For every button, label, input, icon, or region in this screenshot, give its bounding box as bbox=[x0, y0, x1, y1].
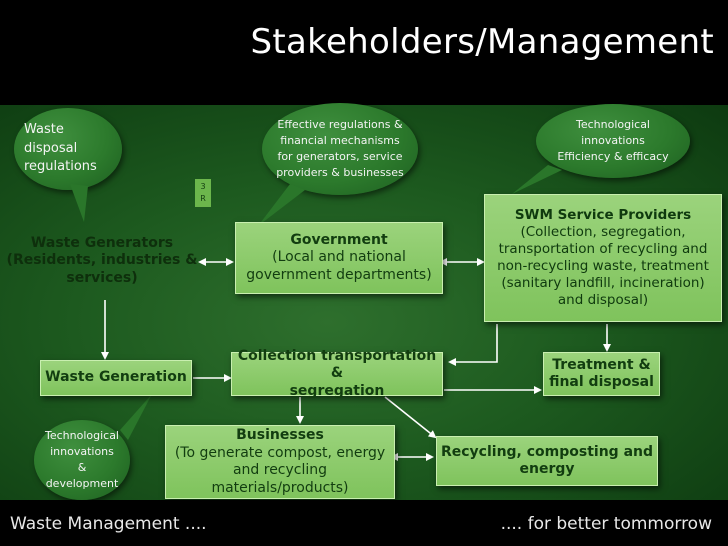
businesses-box: Businesses (To generate compost, energy … bbox=[165, 425, 395, 499]
callout-technological-development: Technological innovations & development bbox=[34, 420, 130, 500]
callout-tail-technological-development bbox=[120, 394, 152, 440]
government-box: Government (Local and national governmen… bbox=[235, 222, 443, 294]
arrow-collection-recycling bbox=[384, 396, 437, 439]
waste-generation-box: Waste Generation bbox=[40, 360, 192, 396]
footer-bar: Waste Management .... .... for better to… bbox=[0, 500, 728, 546]
title-bar: Stakeholders/Management bbox=[0, 0, 728, 105]
callout-tail-waste-disposal bbox=[70, 184, 88, 222]
recycling-composting-box: Recycling, composting and energy bbox=[436, 436, 658, 486]
callout-effective-regulations: Effective regulations & financial mechan… bbox=[262, 103, 418, 195]
callout-technological-efficiency: Technological innovations Efficiency & e… bbox=[536, 104, 690, 178]
callout-waste-disposal-regulations: Waste disposal regulations bbox=[14, 108, 122, 190]
footer-left-text: Waste Management .... bbox=[10, 514, 207, 534]
callout-tail-effective-regulations bbox=[258, 184, 305, 226]
three-r-badge: 3 R bbox=[195, 179, 211, 207]
arrow-swm-collection bbox=[448, 324, 498, 366]
footer-right-text: .... for better tommorrow bbox=[500, 514, 712, 534]
waste-generators-label: Waste Generators (Residents, industries … bbox=[6, 234, 198, 286]
collection-transportation-box: Collection transportation & segregation bbox=[231, 348, 443, 399]
slide-title: Stakeholders/Management bbox=[250, 22, 714, 62]
treatment-box: Treatment & final disposal bbox=[543, 352, 660, 396]
callout-tail-technological-efficiency bbox=[512, 165, 562, 194]
swm-service-providers-box: SWM Service Providers (Collection, segre… bbox=[484, 194, 722, 322]
